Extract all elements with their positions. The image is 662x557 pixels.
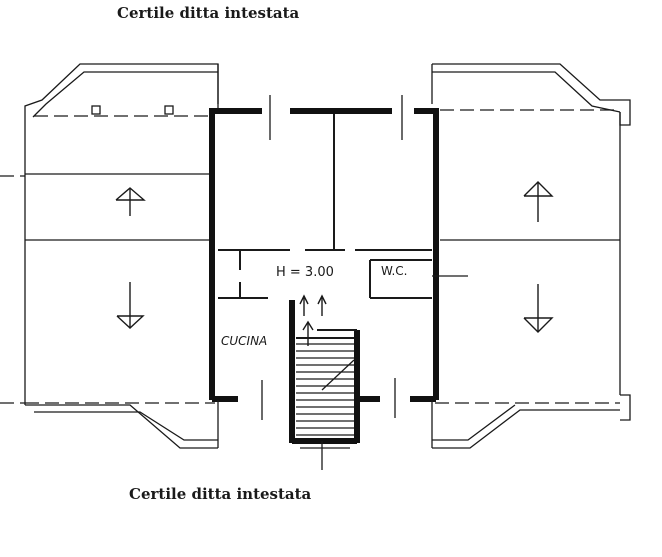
slope-down-arrow-icon <box>116 282 145 329</box>
stair-direction-arrow-icon <box>299 294 327 346</box>
staircase <box>289 294 360 470</box>
caption-bottom-courtyard: Certile ditta intestata <box>129 485 312 503</box>
wc-label: W.C. <box>381 264 408 278</box>
vent-square <box>91 105 101 115</box>
slope-down-arrow-icon <box>523 284 554 333</box>
slope-up-arrow-icon <box>523 181 554 222</box>
caption-top-courtyard: Certile ditta intestata <box>117 4 300 22</box>
stair-steps <box>296 343 354 436</box>
kitchen-label: CUCINA <box>221 334 267 348</box>
right-terrace <box>432 63 631 449</box>
room-height-label: H = 3.00 <box>276 265 334 280</box>
vent-square <box>164 105 174 115</box>
left-terrace <box>0 63 219 449</box>
apartment-walls <box>209 64 468 448</box>
slope-up-arrow-icon <box>115 187 146 216</box>
